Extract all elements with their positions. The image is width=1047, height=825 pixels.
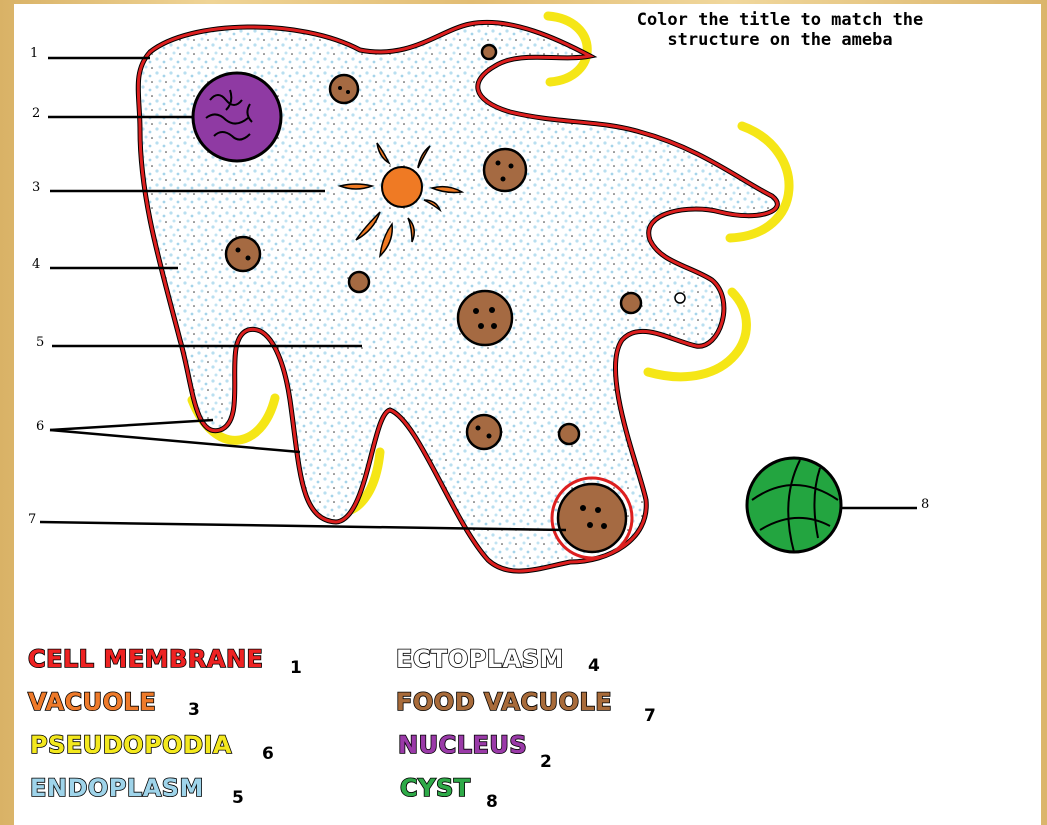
- key-number-nucleus: 2: [540, 752, 552, 772]
- label-2: 2: [32, 106, 40, 121]
- nucleus: [193, 73, 281, 161]
- food-vacuole: [458, 291, 512, 345]
- key-number-food-vacuole: 7: [644, 706, 656, 726]
- food-vacuole: [484, 149, 526, 191]
- key-term-vacuole: VACUOLE: [28, 688, 156, 716]
- label-7: 7: [28, 512, 36, 527]
- label-5: 5: [36, 335, 44, 350]
- key-number-ectoplasm: 4: [588, 656, 600, 676]
- food-vacuole: [559, 424, 579, 444]
- key-term-pseudopodia: PSEUDOPODIA: [30, 731, 232, 759]
- key-number-cyst: 8: [486, 792, 498, 812]
- food-vacuole: [226, 237, 260, 271]
- food-vacuole: [558, 484, 626, 552]
- key-term-food-vacuole: FOOD VACUOLE: [396, 688, 612, 716]
- instructions-line-2: structure on the ameba: [590, 30, 970, 50]
- small-vacuole: [675, 293, 685, 303]
- key-number-vacuole: 3: [188, 700, 200, 720]
- key-number-endoplasm: 5: [232, 788, 244, 808]
- food-vacuole: [482, 45, 496, 59]
- label-4: 4: [32, 257, 40, 272]
- label-8: 8: [921, 497, 929, 512]
- label-3: 3: [32, 180, 40, 195]
- instructions-line-1: Color the title to match the: [590, 10, 970, 30]
- food-vacuole: [330, 75, 358, 103]
- label-6: 6: [36, 419, 44, 434]
- key-number-cell-membrane: 1: [290, 658, 302, 678]
- key-term-ectoplasm: ECTOPLASM: [396, 645, 564, 673]
- key-term-nucleus: NUCLEUS: [398, 731, 527, 759]
- key-term-endoplasm: ENDOPLASM: [30, 774, 204, 802]
- food-vacuole: [621, 293, 641, 313]
- key-number-pseudopodia: 6: [262, 744, 274, 764]
- food-vacuole: [467, 415, 501, 449]
- food-vacuole: [349, 272, 369, 292]
- instructions: Color the title to match the structure o…: [590, 10, 970, 50]
- cyst: [747, 458, 841, 552]
- key-term-cyst: CYST: [400, 774, 471, 802]
- label-1: 1: [30, 46, 38, 61]
- key-term-cell-membrane: CELL MEMBRANE: [28, 645, 263, 673]
